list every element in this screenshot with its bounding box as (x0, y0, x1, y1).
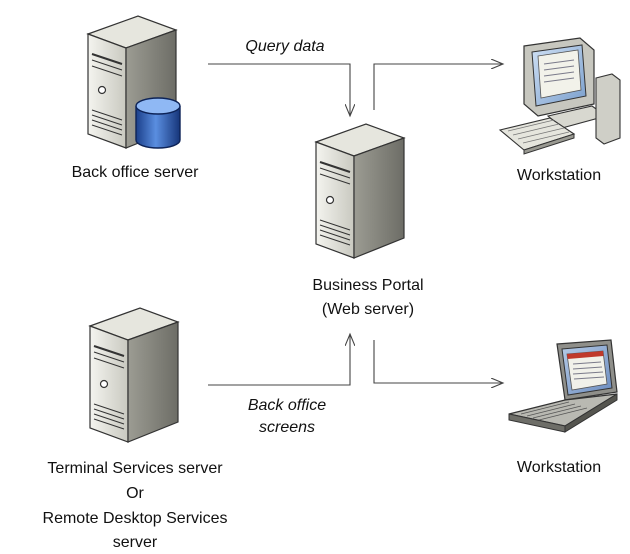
query-data-label: Query data (245, 38, 325, 55)
terminal-server-label: Terminal Services server (47, 460, 223, 477)
workstation-bottom-label: Workstation (516, 459, 602, 476)
business-portal-sublabel: (Web server) (321, 301, 415, 318)
portal-to-workstation-bottom-connector (373, 340, 503, 383)
terminal-server-or-label: Or (126, 485, 144, 502)
database-server-icon (86, 15, 181, 149)
server-tower-icon (314, 123, 406, 259)
business-portal-label: Business Portal (312, 277, 424, 294)
back-office-screens-connector (208, 334, 350, 386)
back-office-screens-label-line2: screens (258, 419, 316, 436)
portal-to-workstation-top-connector (373, 64, 503, 110)
laptop-icon (508, 339, 618, 433)
remote-desktop-label: Remote Desktop Services (42, 510, 228, 527)
query-data-connector (208, 63, 350, 116)
desktop-computer-icon (498, 37, 621, 155)
back-office-screens-label: Back office (247, 397, 327, 414)
terminal-server-icon (88, 307, 180, 443)
back-office-server-label: Back office server (71, 164, 199, 181)
workstation-top-label: Workstation (516, 167, 602, 184)
remote-desktop-server-label: server (112, 534, 158, 551)
